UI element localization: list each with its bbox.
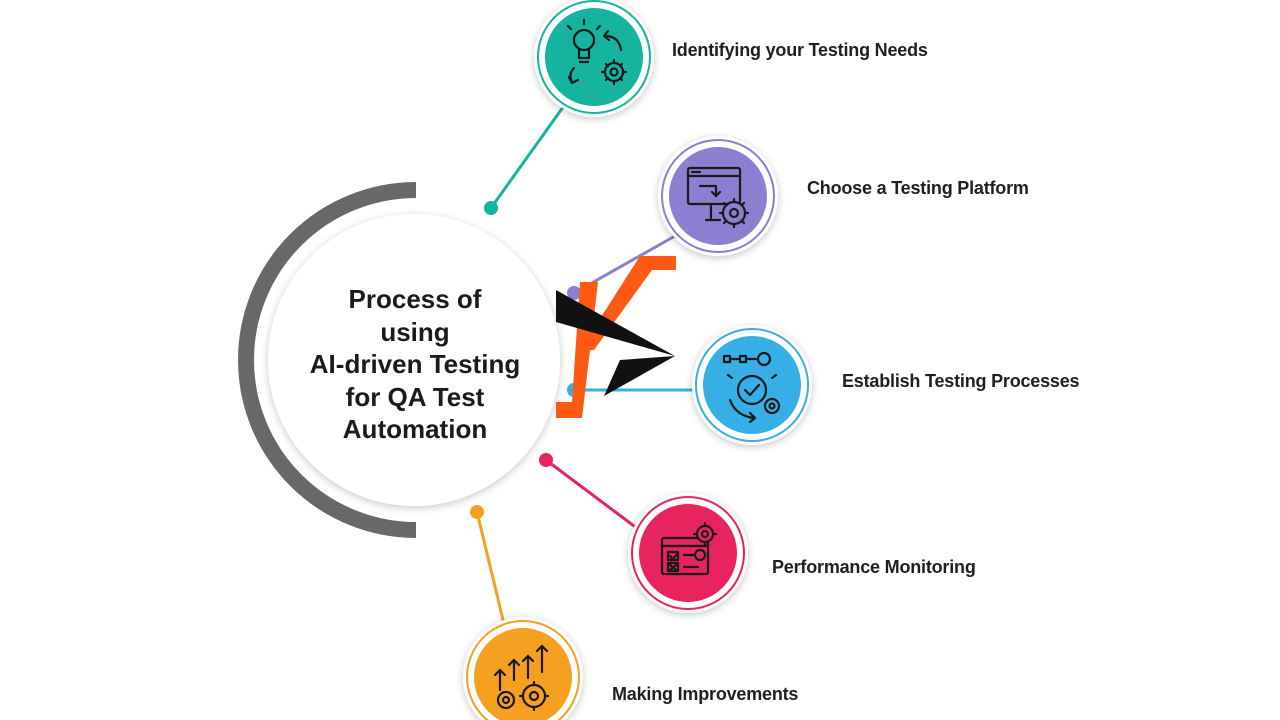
connector-4 [545, 458, 639, 531]
center-title-line: Automation [342, 414, 488, 444]
connector-5 [475, 511, 507, 629]
center-title: Process of using AI-driven Testing for Q… [270, 283, 560, 446]
connector-dot-4 [539, 453, 553, 467]
step-5-node[interactable] [463, 617, 583, 720]
monitor-gear-icon [686, 166, 750, 229]
step-2-node[interactable] [658, 136, 778, 256]
connector-dot-2 [567, 286, 581, 300]
center-title-line: Process of [348, 284, 482, 314]
step-1-node[interactable] [534, 0, 654, 117]
connector-dot-1 [484, 201, 498, 215]
step-3-label[interactable]: Establish Testing Processes [842, 371, 1080, 391]
center-title-line: AI-driven Testing [309, 349, 521, 379]
center-title-line: for QA Test [345, 381, 485, 412]
dashboard-monitoring-icon [660, 521, 718, 576]
process-cycle-icon [722, 351, 781, 424]
outer-arc [238, 182, 417, 538]
idea-bulb-gear-icon [566, 18, 628, 86]
step-4-label[interactable]: Performance Monitoring [772, 557, 976, 577]
step-5-label[interactable]: Making Improvements [612, 684, 799, 704]
center-title-line: using [380, 316, 450, 347]
step-2-label[interactable]: Choose a Testing Platform [807, 178, 1029, 198]
center-circle [268, 214, 560, 506]
growth-arrows-gears-icon [493, 644, 550, 712]
step-3-node[interactable] [692, 325, 812, 445]
connector-dot-5 [470, 505, 484, 519]
step-4-node[interactable] [628, 493, 748, 613]
connector-1 [489, 102, 568, 209]
brand-logo [556, 256, 676, 418]
step-1-label[interactable]: Identifying your Testing Needs [672, 40, 928, 60]
